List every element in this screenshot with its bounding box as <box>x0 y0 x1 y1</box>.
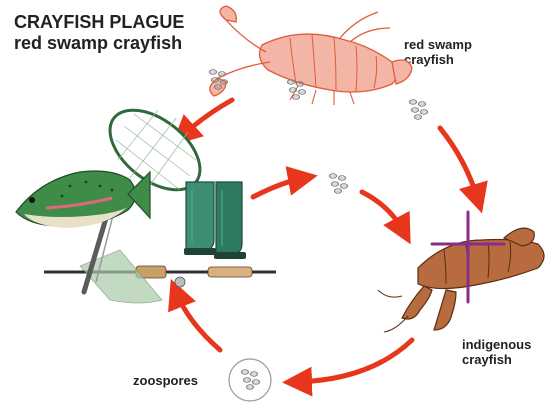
arrow-spores-to-indigenous <box>362 192 404 232</box>
arrow-zoospores-to-gear <box>176 292 220 350</box>
fish-icon <box>16 171 150 228</box>
arrow-gear-to-spores <box>253 178 304 197</box>
spores-center <box>329 174 347 193</box>
arrow-indigenous-to-zoospores <box>296 340 412 382</box>
red-swamp-crayfish-icon <box>210 6 412 105</box>
zoospores-icon <box>229 359 271 401</box>
arrow-swamp-to-indigenous <box>440 128 478 200</box>
arrow-swamp-to-net <box>182 100 232 136</box>
fishing-rod-icon <box>44 266 276 287</box>
spores-near-swamp-right <box>409 100 427 119</box>
wader-boots-icon <box>184 182 246 259</box>
spores-under-swamp <box>287 80 305 99</box>
